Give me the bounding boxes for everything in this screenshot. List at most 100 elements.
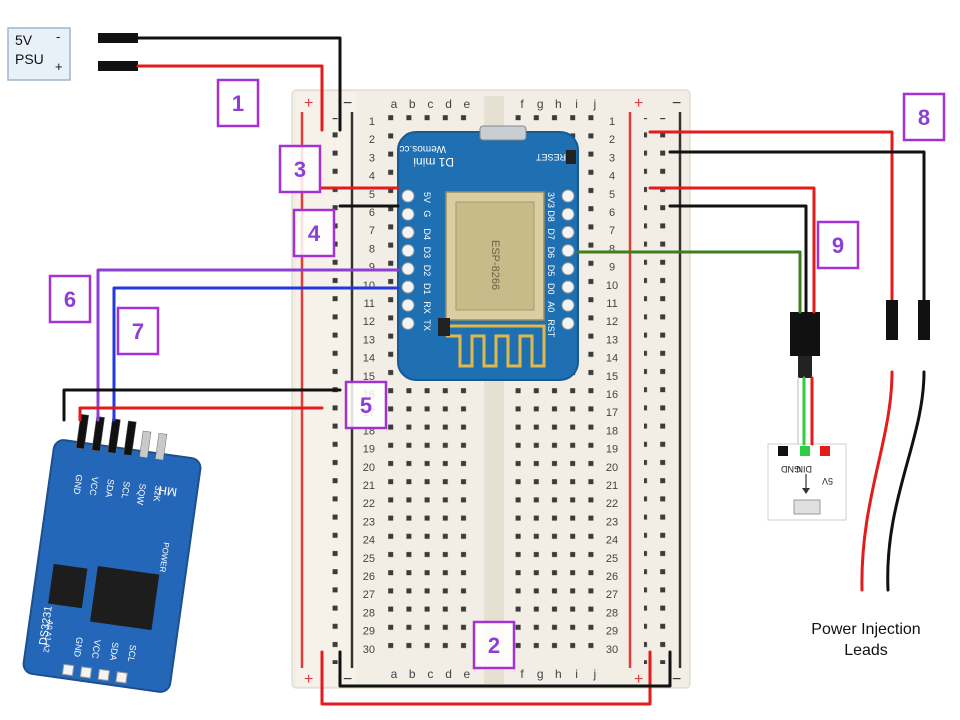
step-number: 8: [918, 105, 930, 130]
inject-plug-5v: [886, 300, 898, 340]
row-label-right: 15: [606, 371, 618, 383]
rtc-pin-label-top: SCL: [120, 481, 132, 500]
rtc-pin-label-bottom: GND: [72, 637, 85, 659]
d1-pin-hole: [401, 262, 415, 276]
rtc-chip-label: DS3231: [37, 605, 54, 646]
wire-rail-gnd-bridge: [338, 650, 672, 688]
usb-port: [479, 125, 527, 141]
d1-pin-label-right: D0: [546, 283, 556, 295]
psu-plus-plug: [98, 61, 138, 71]
rtc-pin-label-bottom: VCC: [90, 639, 103, 660]
row-label-left: 26: [363, 571, 375, 583]
row-label-right: 6: [609, 207, 615, 219]
psu-plus-sign: +: [55, 59, 63, 74]
led-connector-neck: [798, 356, 812, 378]
d1-pin-hole: [401, 316, 415, 330]
d1-pin-label-right: A0: [546, 301, 556, 312]
col-label-bottom: j: [592, 667, 596, 681]
d1-pin-label-right: D7: [546, 228, 556, 240]
d1-pin-label-left: 5V: [422, 192, 432, 203]
row-label-right: 20: [606, 462, 618, 474]
row-label-left: 1: [369, 116, 375, 128]
step-box: [292, 208, 336, 258]
col-label-bottom: a: [391, 667, 398, 681]
d1-pin-hole: [561, 225, 575, 239]
row-label-left: 24: [363, 535, 375, 547]
rtc-header-pin: [155, 432, 168, 461]
d1-pin-hole: [401, 225, 415, 239]
row-label-right: 5: [609, 189, 615, 201]
step-box: [816, 220, 860, 270]
row-label-right: 12: [606, 316, 618, 328]
row-label-right: 23: [606, 516, 618, 528]
d1-pin-hole: [561, 298, 575, 312]
rtc-pin-label-top: 32K: [151, 485, 163, 502]
row-label-right: 11: [606, 298, 617, 310]
d1-pin-label-left: RX: [422, 301, 432, 314]
row-label-right: 29: [606, 626, 618, 638]
row-label-right: 21: [606, 480, 618, 492]
row-label-right: 19: [606, 444, 618, 456]
step-box: [902, 92, 946, 142]
led-package: [793, 499, 821, 515]
power-injection-caption: Power Injection Leads: [811, 621, 920, 659]
wire-sda: [96, 268, 400, 422]
col-label-top: f: [520, 97, 524, 111]
wire-psu-gnd: [136, 36, 342, 132]
psu-volts-label: 5V: [15, 32, 33, 48]
col-label-top: a: [391, 97, 398, 111]
d1-pin-label-left: TX: [422, 319, 432, 331]
col-label-bottom: h: [555, 667, 562, 681]
wire-rail-5v-bridge: [320, 650, 652, 706]
rail-plus-sign-bottom-left: +: [304, 671, 313, 688]
rtc-pad: [61, 663, 75, 677]
psu-box: 5V PSU - +: [7, 27, 71, 81]
step-number: 3: [294, 157, 306, 182]
row-label-left: 3: [369, 152, 375, 164]
wire-scl: [112, 286, 400, 422]
row-label-right: 14: [606, 353, 618, 365]
led-label-5v: 5V: [822, 476, 833, 486]
d1-pin-label-left: D4: [422, 228, 432, 240]
psu-minus-plug: [98, 33, 138, 43]
rtc-header-pin: [107, 418, 121, 454]
step-box: [48, 274, 92, 324]
d1-pin-hole: [401, 280, 415, 294]
row-label-right: 16: [606, 389, 618, 401]
row-label-right: 25: [606, 553, 618, 565]
row-label-right: 7: [609, 225, 615, 237]
d1-brand-label: Wemos.cc: [400, 143, 447, 154]
rtc-pin-label-bottom: SCL: [126, 644, 138, 663]
rtc-pad: [97, 668, 110, 682]
d1-pin-hole: [561, 280, 575, 294]
step-box: [116, 306, 160, 356]
row-label-left: 22: [363, 498, 375, 510]
col-label-bottom: i: [575, 667, 578, 681]
step-number: 1: [232, 91, 244, 116]
rtc-header-pin: [91, 416, 105, 452]
row-label-left: 13: [363, 334, 375, 346]
eeprom-chip: [48, 563, 88, 609]
row-label-right: 1: [609, 116, 615, 128]
row-label-left: 6: [369, 207, 375, 219]
led-pad-5v: [820, 446, 830, 456]
d1-pin-label-right: 3V3: [546, 192, 556, 208]
col-label-bottom: d: [445, 667, 452, 681]
col-label-bottom: c: [427, 667, 433, 681]
row-label-right: 10: [606, 280, 618, 292]
wire-inject-5v: [648, 130, 894, 302]
row-label-left: 12: [363, 316, 375, 328]
rail-minus-sign-bottom-right: −: [672, 671, 681, 688]
col-label-top: g: [537, 97, 544, 111]
step-number: 2: [488, 633, 500, 658]
rtc-pin-label-top: GND: [72, 474, 85, 496]
rail-holes-right: [644, 118, 672, 664]
row-label-right: 24: [606, 535, 618, 547]
rtc-chip: [90, 566, 160, 631]
row-label-left: 28: [363, 607, 375, 619]
row-label-right: 18: [606, 425, 618, 437]
row-label-left: 15: [363, 371, 375, 383]
